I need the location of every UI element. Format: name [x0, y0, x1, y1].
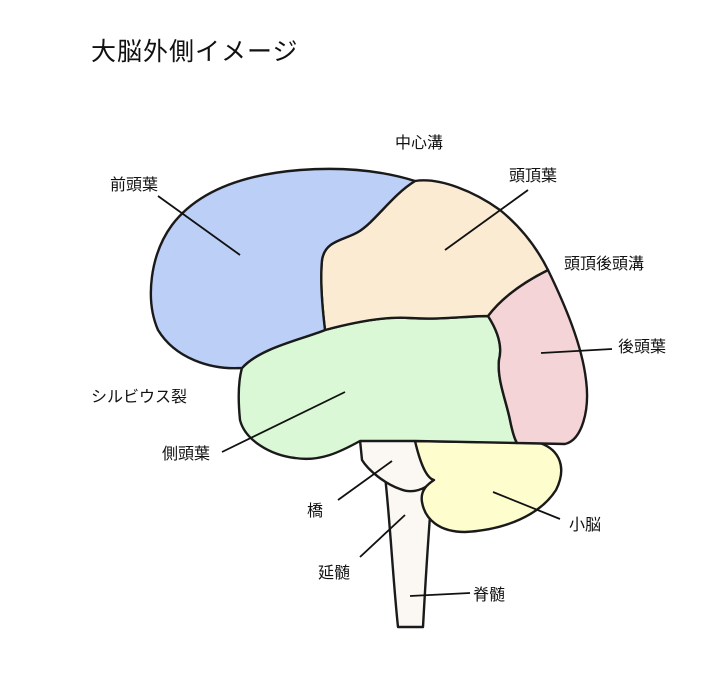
leader-medulla [359, 514, 406, 558]
leader-pons [337, 460, 393, 501]
page-title: 大脳外側イメージ [91, 37, 299, 66]
cerebellum-region [413, 439, 563, 534]
label-cerebellum: 小脳 [569, 515, 601, 534]
label-central-sulcus: 中心溝 [395, 133, 443, 152]
label-temporal-lobe: 側頭葉 [162, 444, 210, 463]
leader-occipital [540, 348, 613, 354]
label-sylvian-fissure: シルビウス裂 [91, 387, 187, 406]
leader-parietal [444, 189, 529, 251]
label-pons: 橋 [307, 501, 323, 520]
label-parietal-lobe: 頭頂葉 [509, 166, 557, 185]
label-medulla: 延髄 [318, 563, 350, 582]
label-occipital-lobe: 後頭葉 [618, 337, 666, 356]
label-parieto-occipital-sulcus: 頭頂後頭溝 [564, 254, 644, 273]
frontal-lobe-region [149, 167, 417, 370]
leader-cerebellum [492, 491, 561, 520]
label-spinal-cord: 脊髄 [473, 585, 505, 604]
leader-frontal [157, 195, 241, 256]
label-frontal-lobe: 前頭葉 [110, 175, 158, 194]
leader-spinal-cord [409, 592, 471, 597]
leader-temporal [221, 391, 346, 453]
